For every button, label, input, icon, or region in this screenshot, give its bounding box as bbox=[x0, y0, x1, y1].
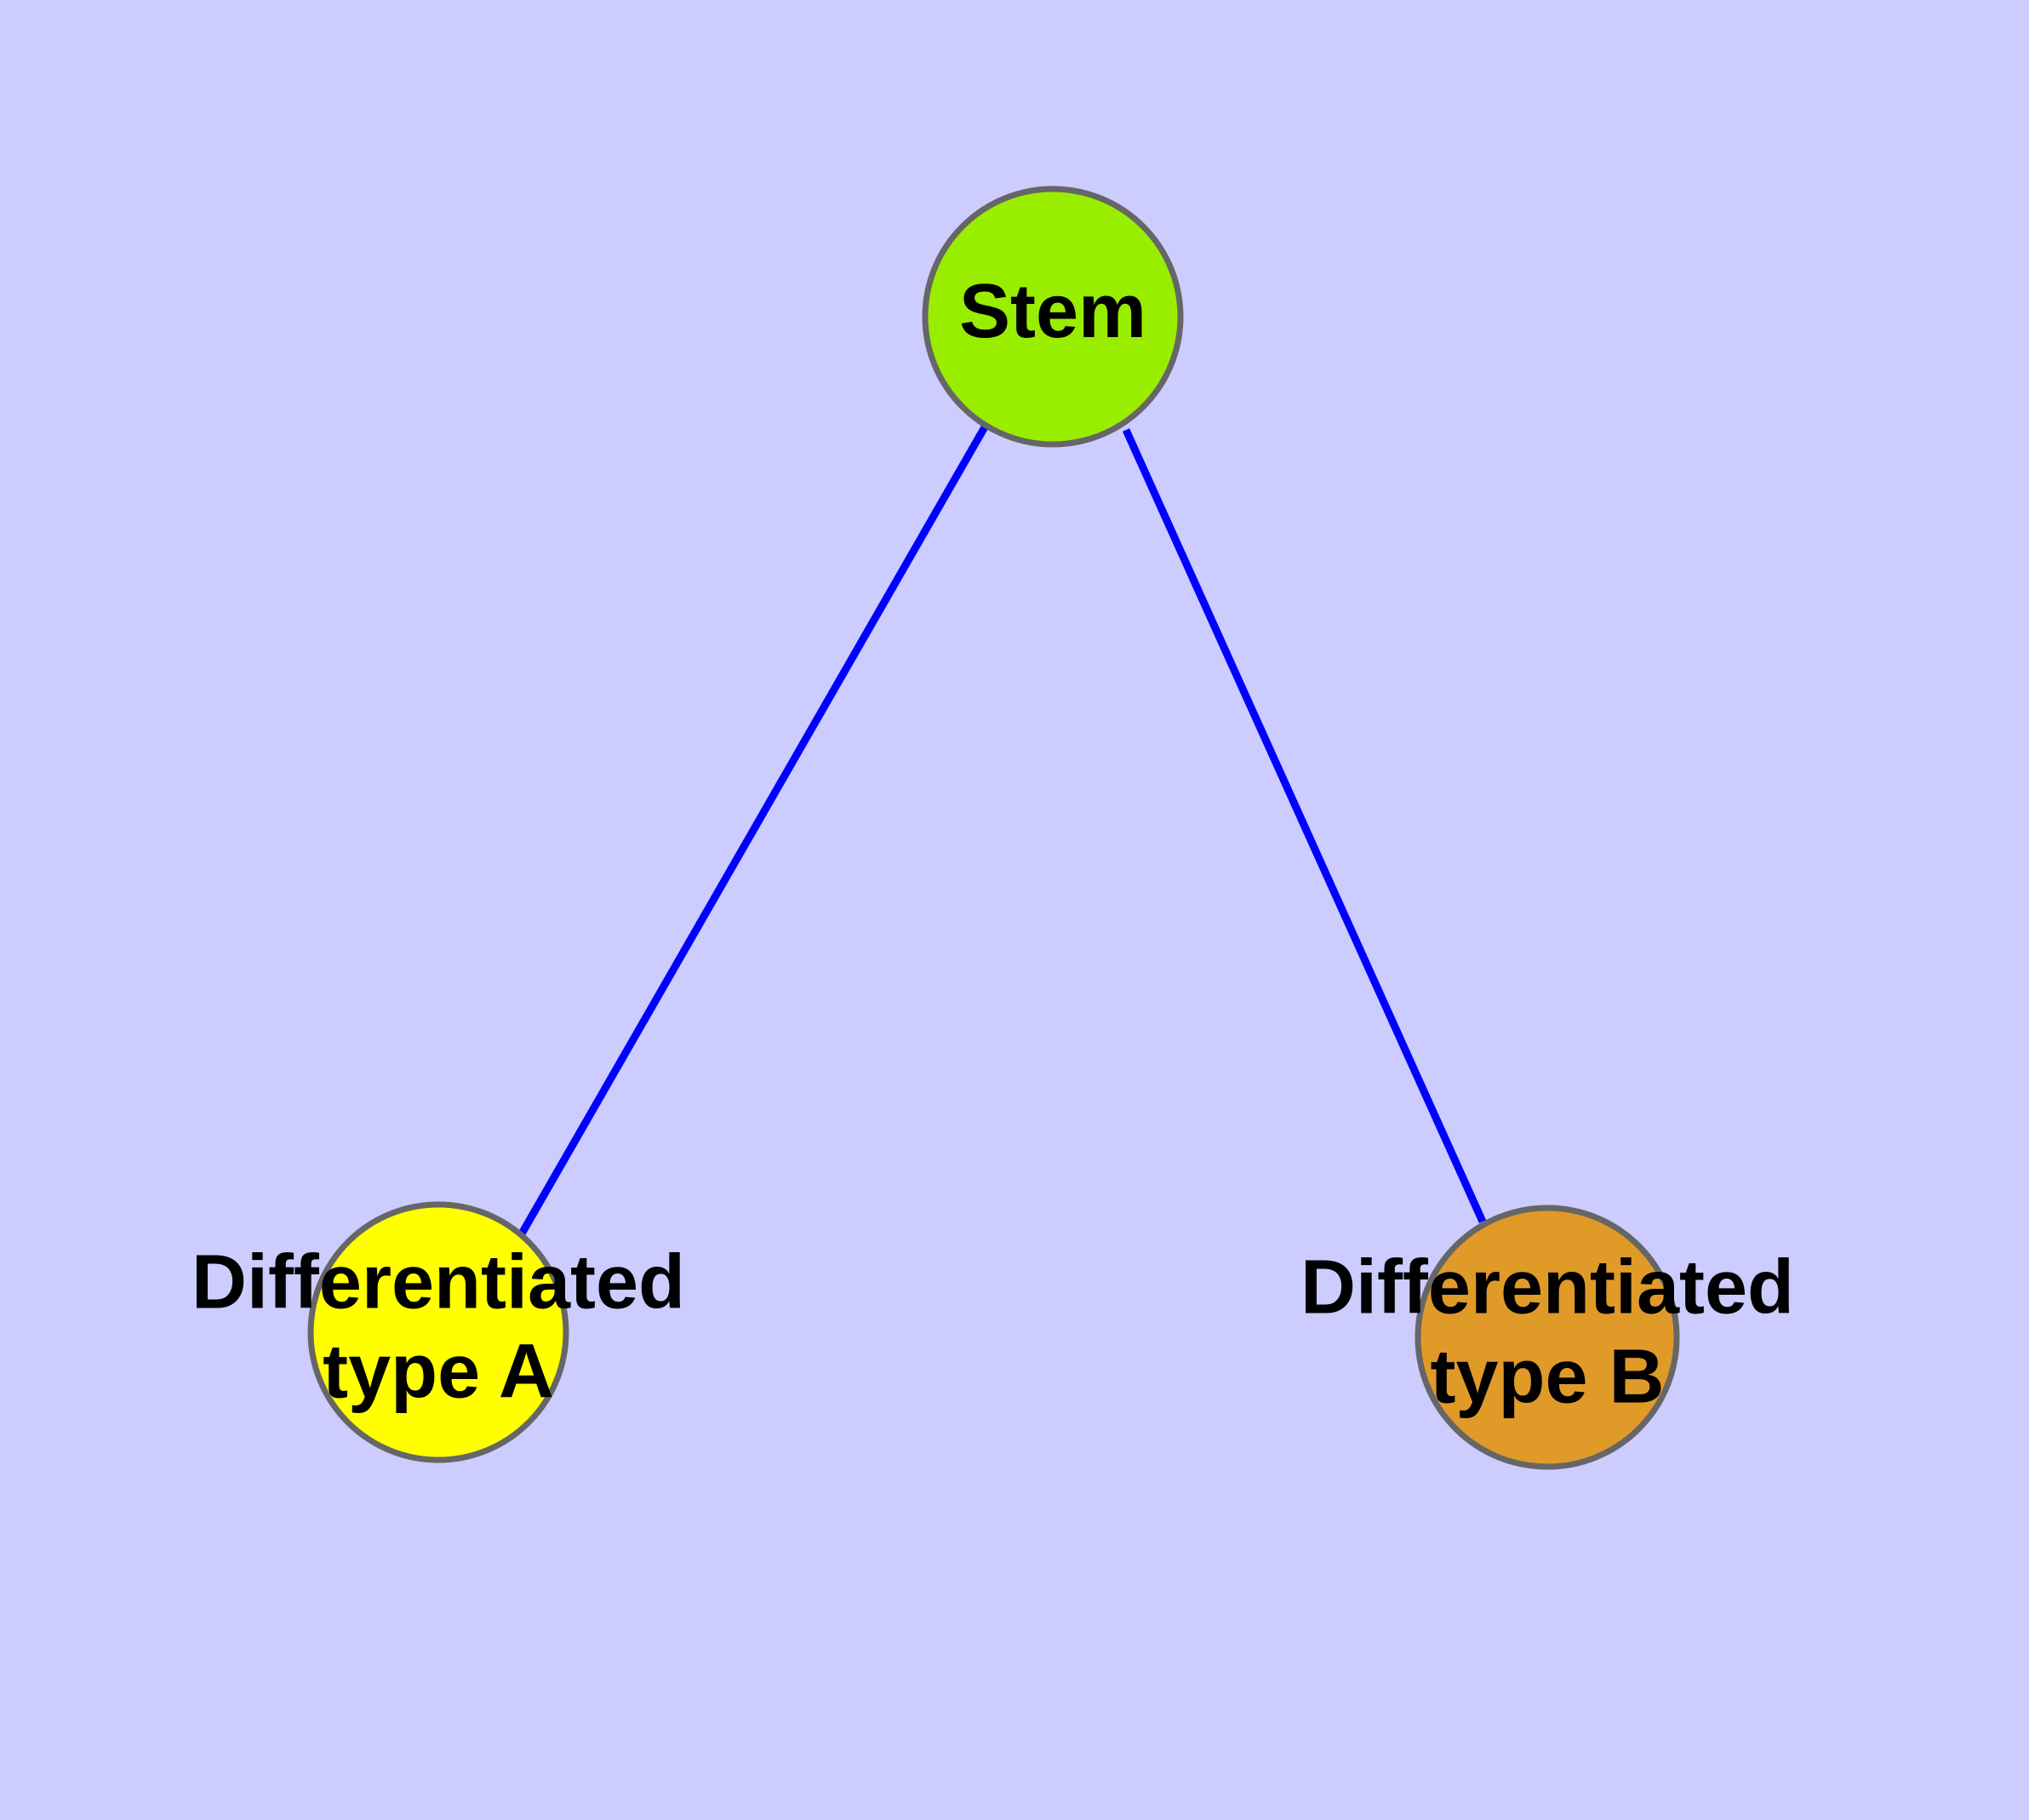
edge-group bbox=[517, 423, 1487, 1238]
node-stem-circle[interactable] bbox=[922, 186, 1184, 448]
edge-stem-to-differentiated-type-b[interactable] bbox=[1122, 428, 1487, 1223]
node-stem-label: Stem bbox=[959, 269, 1146, 354]
node-differentiated-type-b-circle[interactable] bbox=[1415, 1205, 1680, 1470]
node-group bbox=[307, 186, 1680, 1470]
node-differentiated-type-a-circle[interactable] bbox=[307, 1201, 569, 1463]
edge-stem-to-differentiated-type-a[interactable] bbox=[517, 423, 989, 1238]
